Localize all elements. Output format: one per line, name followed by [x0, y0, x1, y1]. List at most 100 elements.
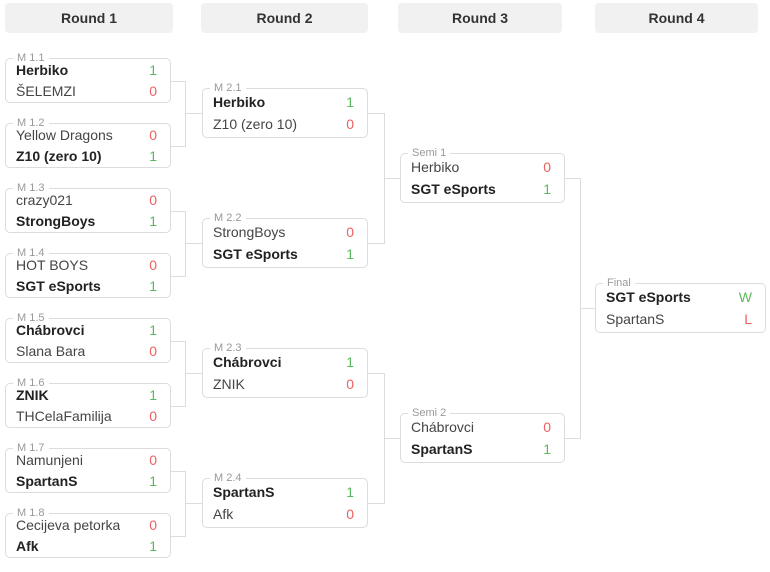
team-name: Z10 (zero 10)	[16, 147, 102, 164]
round-header-1: Round 1	[5, 3, 173, 33]
team-name: ŠELEMZI	[16, 82, 76, 99]
team-name: ZNIK	[16, 387, 49, 404]
team-score: 1	[346, 354, 354, 370]
team-score: 0	[346, 116, 354, 132]
team-row: Z10 (zero 10) 1	[6, 147, 170, 165]
team-name: HOT BOYS	[16, 257, 89, 274]
team-name: Yellow Dragons	[16, 127, 113, 144]
team-name: Cecijeva petorka	[16, 517, 121, 534]
match-label: Semi 2	[408, 406, 451, 420]
team-name: SpartanS	[16, 472, 78, 489]
team-score: 1	[149, 472, 157, 489]
team-name: SpartanS	[411, 441, 473, 457]
connector-line	[565, 438, 580, 439]
team-score: 0	[346, 376, 354, 392]
connector-line	[185, 373, 202, 374]
team-name: THCelaFamilija	[16, 407, 112, 424]
match-label: M 1.5	[13, 311, 49, 325]
connector-line	[171, 340, 185, 342]
team-score: 0	[149, 517, 157, 534]
connector-line	[368, 373, 384, 374]
team-name: Herbiko	[16, 62, 69, 79]
connector-line	[185, 503, 202, 504]
team-name: SGT eSports	[411, 181, 496, 197]
team-score: 0	[149, 342, 157, 359]
team-name: Slana Bara	[16, 342, 86, 359]
connector-line	[171, 405, 185, 407]
team-score: 0	[149, 257, 157, 274]
round-header-3: Round 3	[398, 3, 562, 33]
team-score: 0	[149, 192, 157, 209]
match-label: M 2.3	[210, 341, 246, 355]
team-score: 1	[346, 246, 354, 262]
match-label: Final	[603, 276, 635, 290]
match-label: M 2.4	[210, 471, 246, 485]
round-header-4: Round 4	[595, 3, 758, 33]
team-score: 0	[346, 224, 354, 240]
connector-line	[171, 275, 185, 277]
team-name: Namunjeni	[16, 452, 83, 469]
match-label: Semi 1	[408, 146, 451, 160]
team-score: 0	[149, 127, 157, 144]
team-name: Afk	[16, 537, 39, 554]
team-row: SGT eSports W	[596, 288, 765, 306]
team-score: W	[738, 289, 752, 305]
team-score: 0	[543, 419, 551, 435]
team-name: Afk	[213, 506, 234, 522]
connector-line	[384, 438, 400, 439]
team-score: 1	[149, 147, 157, 164]
team-name: SGT eSports	[606, 289, 691, 305]
team-name: StrongBoys	[16, 212, 96, 229]
team-score: 1	[543, 441, 551, 457]
connector-line	[565, 178, 580, 179]
connector-line	[580, 308, 595, 309]
match-label: M 1.4	[13, 246, 49, 260]
team-score: 1	[149, 322, 157, 339]
connector-line	[171, 470, 185, 472]
connector-line	[171, 80, 185, 82]
team-row: Cecijeva petorka 0	[6, 516, 170, 534]
team-score: 0	[543, 159, 551, 175]
team-name: ZNIK	[213, 376, 245, 392]
connector-line	[368, 243, 384, 244]
connector-line	[384, 178, 400, 179]
match-label: M 1.8	[13, 506, 49, 520]
connector-line	[368, 503, 384, 504]
connector-line	[368, 113, 384, 114]
match-label: M 1.2	[13, 116, 49, 130]
team-row: StrongBoys 0	[203, 223, 367, 241]
team-name: Herbiko	[213, 94, 266, 110]
team-name: StrongBoys	[213, 224, 286, 240]
team-score: 1	[543, 181, 551, 197]
team-name: SGT eSports	[16, 277, 101, 294]
team-score: 1	[149, 212, 157, 229]
